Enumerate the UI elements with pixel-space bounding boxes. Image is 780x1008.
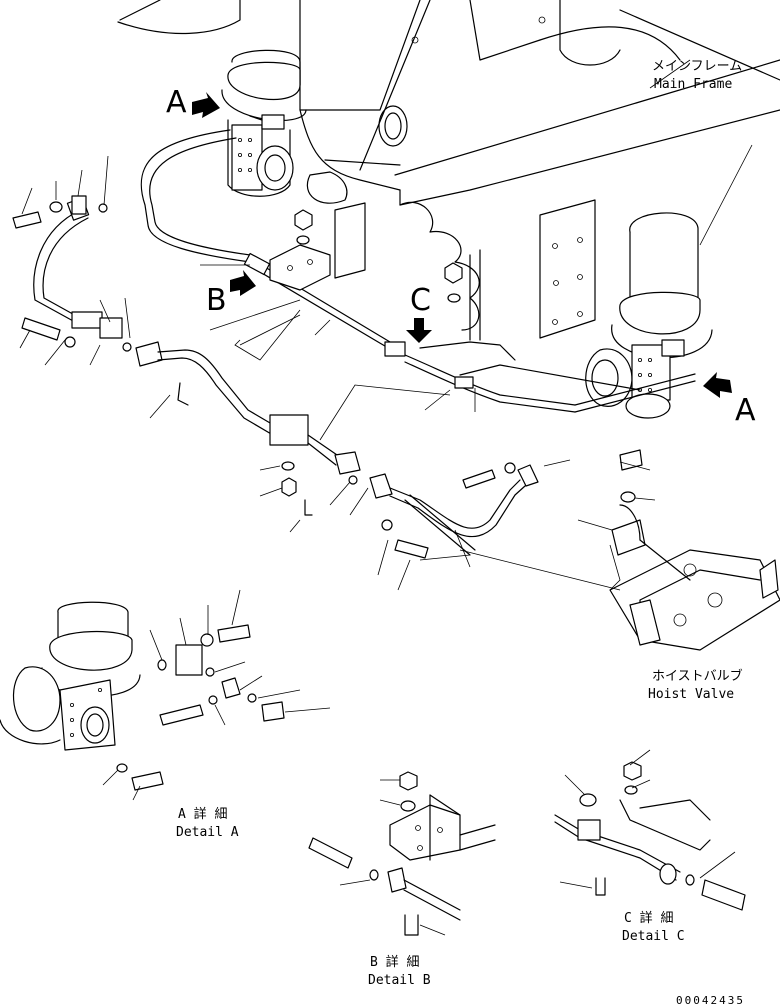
callout-arrow-b bbox=[230, 270, 256, 296]
hoist-valve-label-jp: ホイストバルブ bbox=[652, 668, 743, 684]
leader-lines bbox=[200, 59, 753, 591]
callout-letter-b: B bbox=[206, 283, 227, 318]
main-hose-run bbox=[140, 129, 696, 413]
document-number: 00042435 bbox=[676, 994, 745, 1007]
right-hose bbox=[348, 459, 571, 559]
left-hose-assembly bbox=[12, 155, 132, 366]
right-hoist-cylinder bbox=[585, 212, 713, 419]
callout-letter-a-right: A bbox=[735, 393, 756, 428]
detail-c-label-jp: C 詳 細 bbox=[624, 910, 673, 926]
callout-letter-c: C bbox=[410, 283, 431, 318]
main-frame-label-jp: メインフレーム bbox=[652, 59, 742, 74]
detail-b-label-en: Detail B bbox=[368, 973, 431, 988]
detail-a-label-en: Detail A bbox=[176, 825, 239, 840]
callout-arrow-c bbox=[406, 318, 432, 343]
main-frame bbox=[117, 0, 780, 341]
detail-c-drawing bbox=[554, 749, 746, 911]
detail-b-drawing bbox=[308, 771, 496, 936]
detail-c-label-en: Detail C bbox=[622, 929, 685, 944]
hoist-valve bbox=[609, 449, 780, 651]
callout-arrow-a-top bbox=[192, 92, 220, 118]
hoist-valve-label-en: Hoist Valve bbox=[648, 687, 734, 702]
main-frame-label-en: Main Frame bbox=[654, 77, 732, 92]
detail-a-label-jp: A 詳 細 bbox=[178, 806, 227, 822]
detail-a-drawing bbox=[0, 589, 331, 801]
center-tube bbox=[135, 341, 361, 516]
left-hoist-cylinder bbox=[221, 49, 307, 197]
detail-b-label-jp: B 詳 細 bbox=[370, 954, 419, 970]
callout-letter-a-top: A bbox=[166, 85, 187, 120]
callout-arrow-a-right bbox=[703, 372, 732, 398]
